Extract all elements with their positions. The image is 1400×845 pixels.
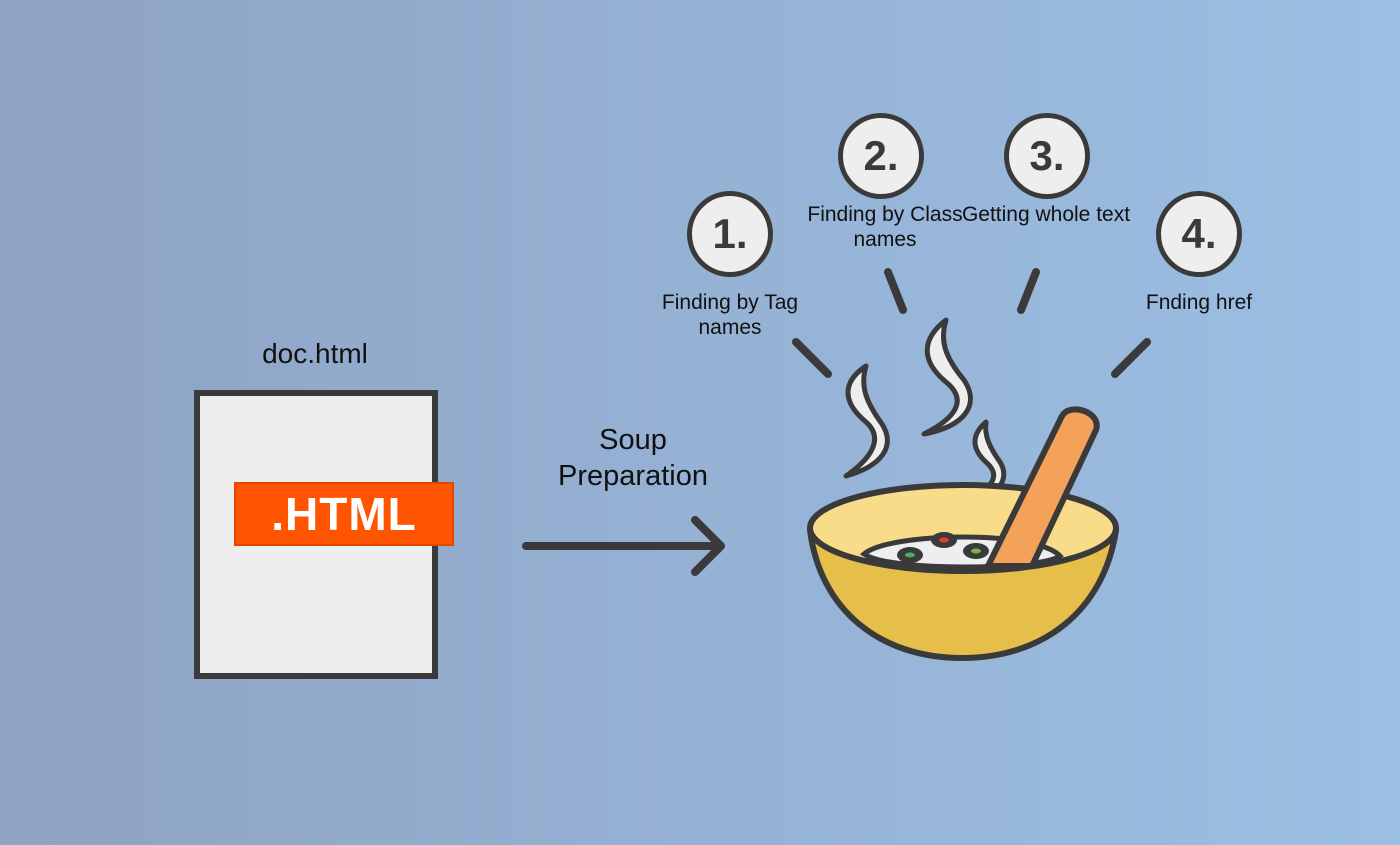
step1-pointer (792, 338, 832, 378)
step3-pointer (1017, 268, 1040, 314)
document-filename: doc.html (262, 338, 368, 369)
steam-icon (843, 317, 1007, 499)
soup-bowl-icon (807, 482, 1119, 661)
step4-label: Fnding href (1145, 291, 1253, 314)
step1-label: Finding by Tag names (661, 291, 799, 340)
step3-label: Getting whole text (961, 203, 1131, 226)
step1-number-badge: 1. (687, 191, 773, 277)
html-tag-badge: .HTML (234, 482, 454, 546)
step2-pointer (884, 268, 907, 314)
step-pointer-lines (792, 268, 1151, 378)
arrow-label: Soup Preparation (558, 424, 708, 493)
spoon-icon (985, 406, 1100, 569)
step3-number-badge: 3. (1004, 113, 1090, 199)
step4-pointer (1111, 338, 1151, 378)
step4-number-badge: 4. (1156, 191, 1242, 277)
step2-label: Finding by Class names (807, 203, 963, 252)
step2-number-badge: 2. (838, 113, 924, 199)
arrow-right-icon (522, 516, 725, 576)
